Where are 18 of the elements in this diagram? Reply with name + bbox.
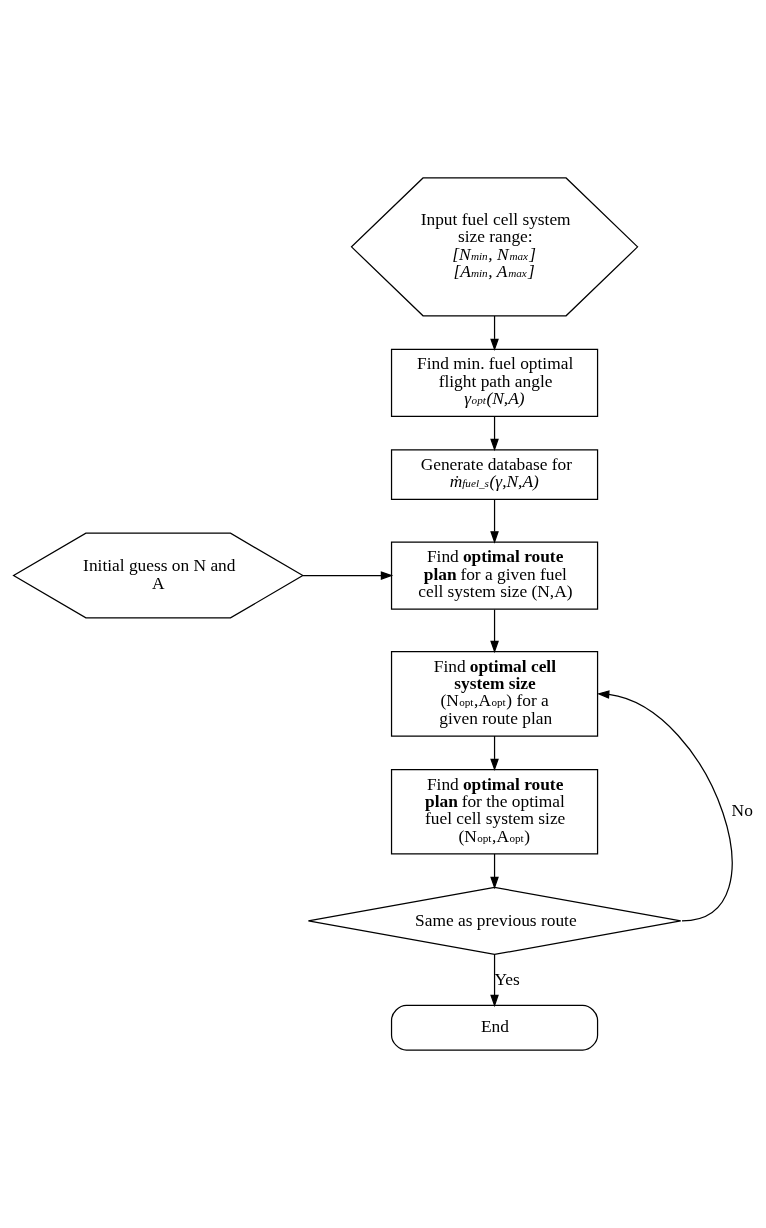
node-diamond: Same as previous route xyxy=(307,886,682,956)
edge-label: No xyxy=(731,801,753,821)
node-box: Find optimal route plan for the optimal fuel cell system size (Nopt,Aopt) xyxy=(390,768,599,855)
arrow xyxy=(490,735,499,772)
arrow xyxy=(490,853,499,890)
arrow xyxy=(490,416,499,452)
node-box: Find optimal cell system size (Nopt,Aopt) for a given route plan xyxy=(390,651,599,737)
arrow xyxy=(490,315,499,352)
arrow xyxy=(490,954,499,1008)
arrow xyxy=(490,499,499,544)
node-box: Find min. fuel optimal flight path angle γopt(N,A) xyxy=(390,348,599,417)
node-box: Find optimal route plan for a given fuel cell system size (N,A) xyxy=(390,541,599,610)
node-box: End xyxy=(390,1004,599,1051)
arrow xyxy=(302,571,394,580)
arrow xyxy=(596,690,733,922)
edge-label: Yes xyxy=(494,969,520,989)
arrow xyxy=(490,609,499,654)
node-box: Generate database for ṁfuel_s(γ,N,A) xyxy=(390,449,599,501)
